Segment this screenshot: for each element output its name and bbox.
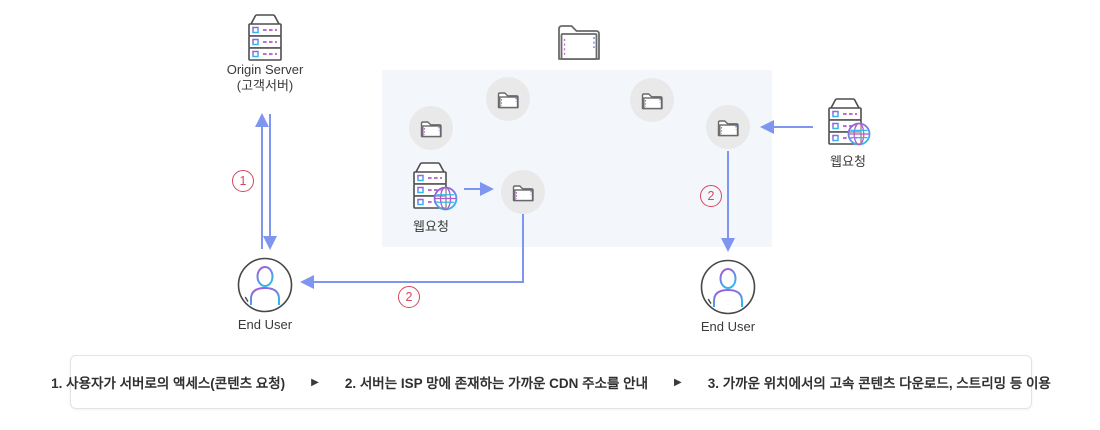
end-user-left-node: End User xyxy=(225,256,305,333)
step-2-badge-left: 2 xyxy=(398,286,420,308)
folder-icon xyxy=(418,117,444,139)
origin-server-subtitle: (고객서버) xyxy=(236,78,294,93)
end-user-right-label: End User xyxy=(700,319,756,334)
cdn-node-center xyxy=(501,170,545,214)
origin-server-title: Origin Server xyxy=(226,62,304,77)
legend-bar: 1. 사용자가 서버로의 액세스(콘텐츠 요청) ▶ 2. 서버는 ISP 망에… xyxy=(51,355,1051,409)
end-user-icon xyxy=(236,256,294,314)
web-request-right-label: 웹요청 xyxy=(830,154,866,169)
globe-icon xyxy=(846,121,872,147)
origin-server-node: Origin Server (고객서버) xyxy=(205,12,325,94)
end-user-left-label: End User xyxy=(237,317,293,332)
cdn-node-2 xyxy=(486,77,530,121)
cdn-node-1 xyxy=(409,106,453,150)
folder-icon xyxy=(639,89,665,111)
cdn-node-3 xyxy=(630,78,674,122)
legend-step-3: 3. 가까운 위치에서의 고속 콘텐츠 다운로드, 스트리밍 등 이용 xyxy=(707,376,1051,391)
folder-icon xyxy=(495,88,521,110)
legend-step-2: 2. 서버는 ISP 망에 존재하는 가까운 CDN 주소를 안내 xyxy=(344,376,649,391)
folder-icon xyxy=(715,116,741,138)
cdn-node-right xyxy=(706,105,750,149)
cdn-folder-icon xyxy=(552,18,604,64)
legend-step-1: 1. 사용자가 서버로의 액세스(콘텐츠 요청) xyxy=(51,376,286,391)
end-user-icon xyxy=(699,258,757,316)
globe-icon xyxy=(432,185,459,212)
step-arrow-icon: ▶ xyxy=(674,376,682,388)
folder-icon xyxy=(510,181,536,203)
end-user-right-node: End User xyxy=(688,258,768,335)
step-2-badge-right: 2 xyxy=(700,185,722,207)
step-1-badge: 1 xyxy=(232,170,254,192)
step-arrow-icon: ▶ xyxy=(311,376,319,388)
web-request-center-label: 웹요청 xyxy=(413,219,449,234)
origin-server-icon xyxy=(242,12,288,62)
